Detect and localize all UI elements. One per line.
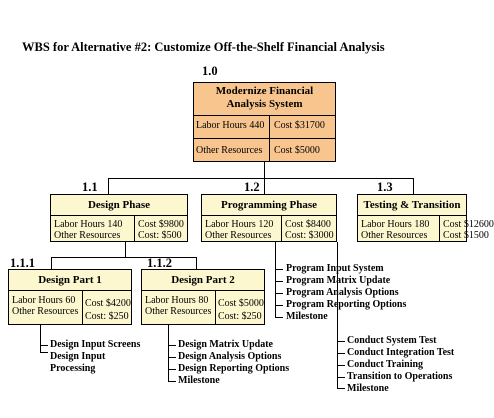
node-1-2-number: 1.2 — [244, 180, 260, 194]
list-item: Design Input — [50, 351, 106, 362]
node-name: Design Part 1 — [38, 274, 102, 286]
node-cost: Cost $8400 — [285, 219, 331, 230]
node-1-1-1-number: 1.1.1 — [10, 256, 35, 270]
node-other: Other Resources — [361, 230, 428, 241]
node-other: Other Resources — [145, 306, 212, 317]
node-other-cost: Cost: $250 — [85, 311, 129, 322]
programming-tasks: Program Input System Program Matrix Upda… — [286, 263, 406, 323]
node-labor: Labor Hours 140 — [54, 219, 123, 230]
node-cost: Cost $9800 — [138, 219, 184, 230]
design-part-1-tasks: Design Input Screens Design Input Proces… — [50, 339, 140, 375]
node-other: Other Resources — [205, 230, 272, 241]
list-item: Conduct Integration Test — [347, 347, 455, 358]
design-part-2-tasks: Design Matrix Update Design Analysis Opt… — [178, 339, 289, 387]
root-labor: Labor Hours 440 — [196, 120, 265, 131]
node-other-cost: Cost: $500 — [138, 230, 182, 241]
list-item: Program Analysis Options — [286, 287, 399, 298]
node-other: Other Resources — [12, 306, 79, 317]
list-item: Design Input Screens — [50, 339, 141, 350]
node-other: Other Resources — [54, 230, 121, 241]
root-cost: Cost $31700 — [274, 120, 325, 131]
list-item: Program Input System — [286, 263, 384, 274]
root-name: Modernize Financial Analysis System — [215, 85, 314, 110]
node-design-part-1[interactable]: Design Part 1 Labor Hours 60 Other Resou… — [8, 269, 132, 325]
list-item: Conduct Training — [347, 359, 424, 370]
node-design-phase[interactable]: Design Phase Labor Hours 140 Other Resou… — [50, 194, 188, 242]
list-item: Design Analysis Options — [178, 351, 282, 362]
node-programming-phase[interactable]: Programming Phase Labor Hours 120 Other … — [201, 194, 337, 242]
root-number: 1.0 — [202, 64, 218, 78]
node-labor: Labor Hours 60 — [12, 295, 76, 306]
list-item: Transition to Operations — [347, 371, 453, 382]
list-item: Processing — [50, 363, 96, 374]
node-1-1-number: 1.1 — [82, 180, 98, 194]
node-other-cost: Cost: $250 — [218, 311, 262, 322]
node-cost: Cost $4200 — [85, 298, 131, 309]
root-other: Other Resources — [196, 145, 263, 156]
node-other-cost: Cost $1500 — [443, 230, 489, 241]
node-design-part-2[interactable]: Design Part 2 Labor Hours 80 Other Resou… — [141, 269, 265, 325]
node-name: Programming Phase — [220, 199, 318, 211]
node-other-cost: Cost: $3000 — [285, 230, 334, 241]
node-labor: Labor Hours 120 — [205, 219, 274, 230]
list-item: Design Matrix Update — [178, 339, 273, 350]
list-item: Program Matrix Update — [286, 275, 391, 286]
node-name: Testing & Transition — [363, 199, 461, 211]
list-item: Milestone — [178, 375, 220, 386]
node-1-3-number: 1.3 — [377, 180, 393, 194]
connector — [108, 178, 413, 179]
root-box[interactable]: Modernize Financial Analysis System Labo… — [193, 82, 336, 162]
node-cost: Cost $5000 — [218, 298, 264, 309]
node-name: Design Part 2 — [171, 274, 235, 286]
diagram-title: WBS for Alternative #2: Customize Off-th… — [22, 40, 385, 54]
node-cost: Cost $12600 — [443, 219, 494, 230]
connector — [264, 162, 265, 178]
node-labor: Labor Hours 80 — [145, 295, 209, 306]
list-item: Milestone — [347, 383, 389, 394]
node-testing-transition[interactable]: Testing & Transition Labor Hours 180 Oth… — [357, 194, 494, 242]
list-item: Milestone — [286, 311, 328, 322]
list-item: Conduct System Test — [347, 335, 437, 346]
node-1-1-2-number: 1.1.2 — [147, 256, 172, 270]
node-name: Design Phase — [87, 199, 151, 211]
testing-tasks: Conduct System Test Conduct Integration … — [347, 335, 454, 395]
node-labor: Labor Hours 180 — [361, 219, 430, 230]
list-item: Program Reporting Options — [286, 299, 407, 310]
root-other-cost: Cost $5000 — [274, 145, 320, 156]
list-item: Design Reporting Options — [178, 363, 290, 374]
